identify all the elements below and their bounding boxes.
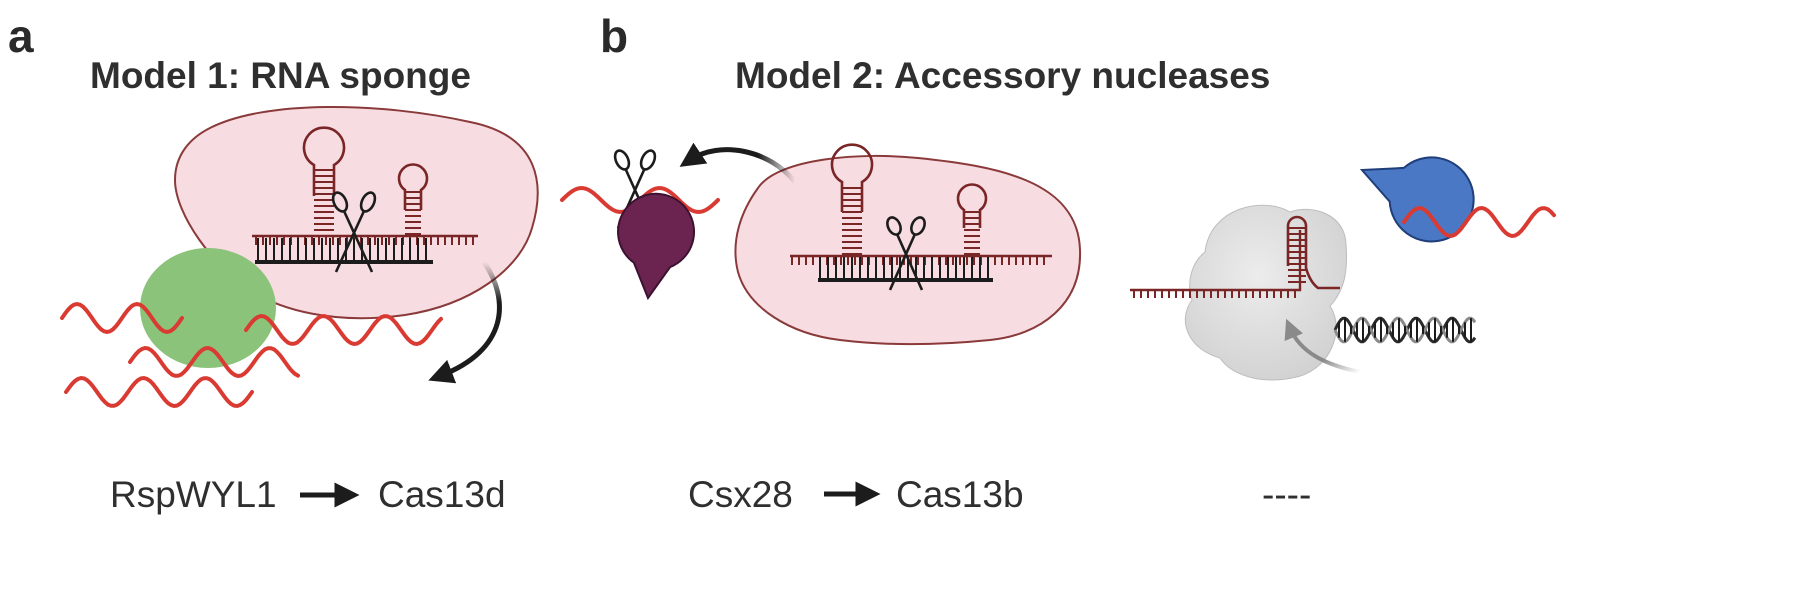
free-rna (1402, 205, 1556, 239)
panel-b-title: Model 2: Accessory nucleases (735, 55, 1270, 96)
caption-rspwyl1: RspWYL1 (110, 474, 277, 515)
scissors-icon (331, 191, 377, 273)
scissors-icon (886, 216, 926, 291)
caption-cas13b: Cas13b (896, 474, 1024, 515)
panel-a-title: Model 1: RNA sponge (90, 55, 471, 96)
caption-csx28: Csx28 (688, 474, 793, 515)
target-dna-icon (255, 238, 433, 264)
panel-b: b Model 2: Accessory nucleases (560, 10, 1556, 515)
panel-a: a Model 1: RNA sponge (8, 10, 539, 515)
csx28-pacman-nuclease-icon (617, 192, 696, 301)
curved-arrow-icon (679, 142, 797, 184)
target-dna-icon (818, 257, 993, 282)
rna-strands (60, 301, 443, 409)
curved-arrow-icon (1284, 318, 1361, 374)
caption-cas13d: Cas13d (378, 474, 506, 515)
curved-arrow-icon (428, 260, 502, 384)
rna-hairpin-icon (1130, 215, 1340, 298)
rspwyl1-protein (140, 248, 276, 368)
pacman-nuclease-icon (1359, 156, 1475, 243)
dna-double-helix-icon (1333, 316, 1477, 344)
panel-b-letter: b (600, 10, 628, 62)
panel-a-letter: a (8, 10, 34, 62)
grey-effector-protein (1184, 204, 1348, 381)
caption-none: ---- (1262, 474, 1311, 515)
cas13d-complex (173, 105, 539, 320)
